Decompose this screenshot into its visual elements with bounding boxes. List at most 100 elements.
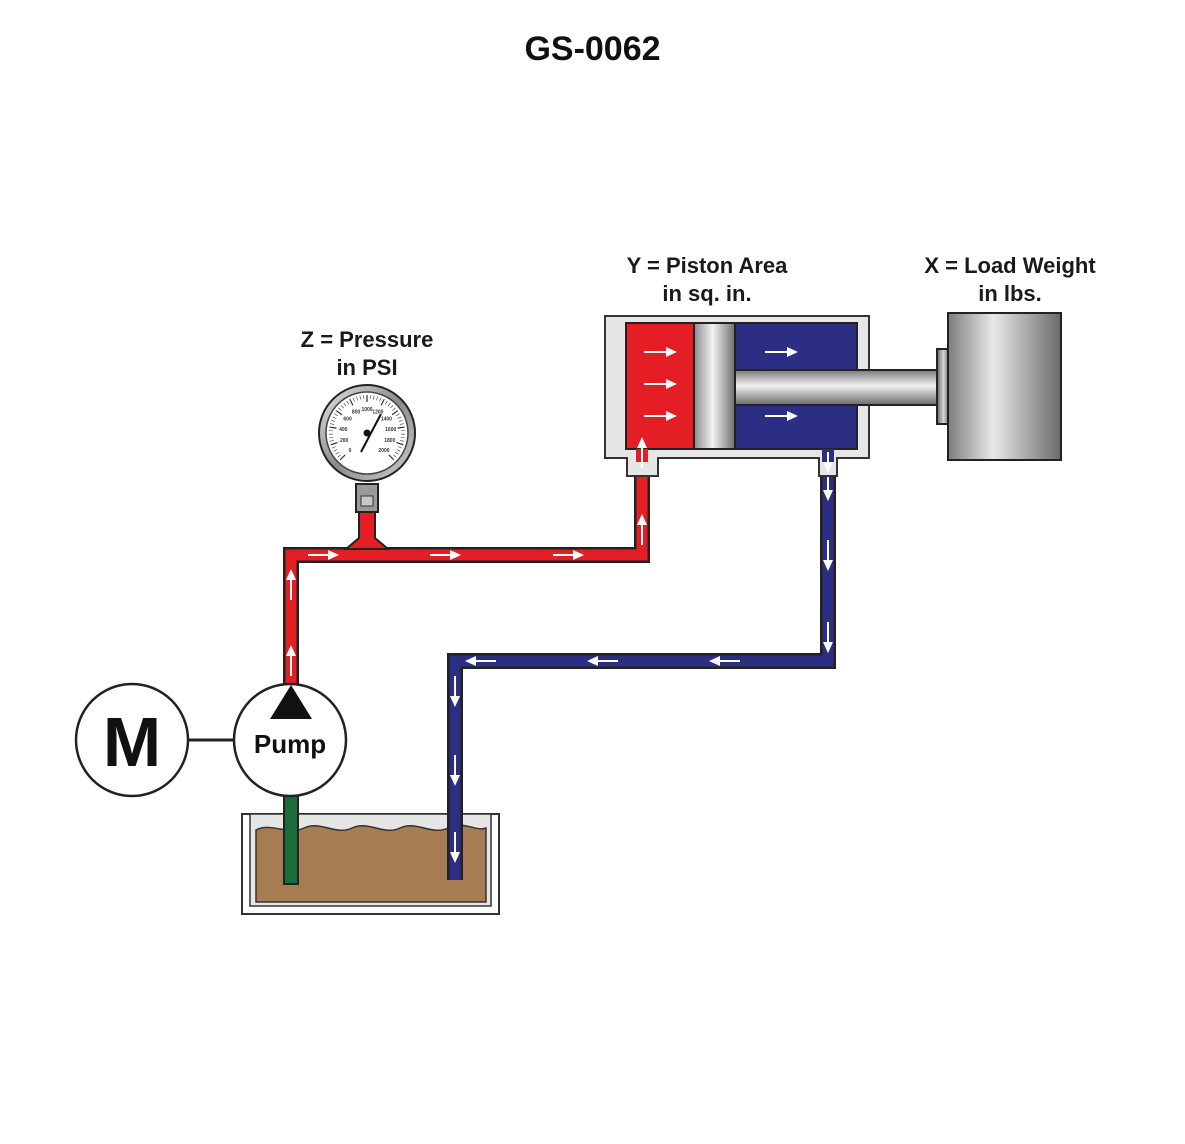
- gauge-tick: [356, 396, 358, 401]
- pump-outlet-triangle-icon: [270, 685, 312, 719]
- gauge-stem: [343, 509, 391, 550]
- gauge-tick: [335, 410, 343, 416]
- gauge-tick: [330, 423, 335, 425]
- gauge-tick: [330, 442, 338, 446]
- arrow-up-icon: [286, 645, 296, 676]
- gauge-tick: [337, 454, 341, 458]
- gauge-tick-label: 1200: [372, 409, 383, 415]
- arrow-down-icon: [823, 540, 833, 571]
- gauge-tick: [333, 449, 338, 452]
- arrow-right-icon: [644, 379, 677, 389]
- gauge-tick: [398, 446, 402, 449]
- gauge-tick: [380, 398, 385, 406]
- arrow-right-icon: [644, 411, 677, 421]
- gauge-tick: [400, 440, 405, 442]
- gauge-tick: [391, 410, 399, 416]
- gauge-tick: [379, 397, 382, 402]
- gauge-tick: [393, 454, 397, 458]
- gauge-tick: [397, 416, 402, 419]
- gauge-tick: [335, 451, 340, 455]
- piston-rod: [734, 369, 946, 406]
- arrow-right-icon: [644, 347, 677, 357]
- gauge-tick: [399, 423, 404, 425]
- gauge-tick-label: 1800: [384, 438, 395, 444]
- arrow-right-icon: [765, 347, 798, 357]
- arrow-down-icon: [823, 452, 833, 473]
- gauge-hub: [363, 429, 371, 437]
- gauge-tick: [400, 436, 405, 439]
- gauge-tick-label: 600: [343, 417, 352, 423]
- gauge-tick: [392, 407, 396, 411]
- flow-arrows: [286, 470, 833, 863]
- gauge-needle: [360, 413, 382, 453]
- pressure-label-line-2: in PSI: [336, 355, 398, 380]
- gauge-tick: [376, 396, 378, 401]
- arrow-right-icon: [765, 411, 798, 421]
- gauge-tick: [343, 402, 347, 407]
- gauge-tick: [396, 442, 404, 446]
- load-weight: [936, 312, 1062, 461]
- hydraulic-cylinder: [604, 315, 946, 477]
- arrow-left-icon: [709, 656, 740, 666]
- piston-area-label-line-2: in sq. in.: [662, 281, 752, 306]
- gauge-tick-label: 2000: [378, 448, 389, 454]
- gauge-tick: [349, 398, 354, 406]
- gauge-tick: [332, 416, 337, 419]
- gauge-tick: [329, 440, 334, 442]
- gauge-tick: [396, 449, 401, 452]
- hydraulic-fluid: [255, 824, 487, 903]
- gauge-tick-label: 1600: [385, 427, 396, 433]
- gauge-tick: [332, 446, 336, 449]
- gauge-tick: [338, 407, 342, 411]
- piston: [693, 322, 736, 450]
- load-weight-label: X = Load Weight in lbs.: [890, 252, 1130, 308]
- pressure-label: Z = Pressure in PSI: [272, 326, 462, 382]
- load-weight-label-line-1: X = Load Weight: [924, 253, 1096, 278]
- gauge-tick-label: 0: [349, 448, 352, 454]
- arrow-left-icon: [465, 656, 496, 666]
- pump-label: Pump: [254, 729, 326, 759]
- hydraulic-pump: Pump: [232, 682, 348, 798]
- gauge-tick: [387, 402, 391, 407]
- piston-area-label-line-1: Y = Piston Area: [626, 253, 788, 278]
- arrow-down-icon: [450, 676, 460, 707]
- electric-motor: M: [74, 682, 234, 798]
- diagram-title: GS-0062: [524, 30, 661, 68]
- arrow-up-icon: [637, 514, 647, 545]
- gauge-tick: [340, 405, 344, 409]
- gauge-tick: [384, 400, 388, 405]
- gauge-tick: [331, 419, 336, 422]
- gauge-tick-label: 1000: [361, 407, 372, 413]
- gauge-tick: [397, 426, 405, 429]
- gauge-tick: [329, 436, 334, 439]
- gauge-tick: [339, 454, 346, 461]
- gauge-tick: [394, 451, 399, 455]
- piston-area-label: Y = Piston Area in sq. in.: [597, 252, 817, 308]
- motor-label: M: [103, 703, 161, 781]
- gauge-tick-label: 800: [352, 409, 361, 415]
- gauge-tick: [346, 400, 350, 405]
- suction-line: [283, 789, 299, 885]
- gauge-tick: [334, 413, 338, 416]
- gauge-tick-label: 400: [339, 427, 348, 433]
- gauge-tick: [388, 454, 395, 461]
- arrow-right-icon: [308, 550, 339, 560]
- arrow-up-icon: [286, 569, 296, 600]
- arrow-left-icon: [587, 656, 618, 666]
- gauge-tick: [352, 397, 355, 402]
- gauge-tick: [396, 413, 400, 416]
- pressure-label-line-1: Z = Pressure: [300, 327, 434, 352]
- gauge-tick: [373, 395, 375, 400]
- gauge-tick-label: 1400: [381, 417, 392, 423]
- gauge-tick: [390, 405, 394, 409]
- gauge-tick: [329, 426, 337, 429]
- arrow-down-icon: [450, 832, 460, 863]
- arrow-up-icon: [637, 437, 647, 468]
- gauge-tick: [359, 395, 361, 400]
- load-weight-label-line-2: in lbs.: [978, 281, 1042, 306]
- arrow-right-icon: [430, 550, 461, 560]
- cap-end-chamber: [625, 322, 695, 450]
- arrow-down-icon: [823, 622, 833, 653]
